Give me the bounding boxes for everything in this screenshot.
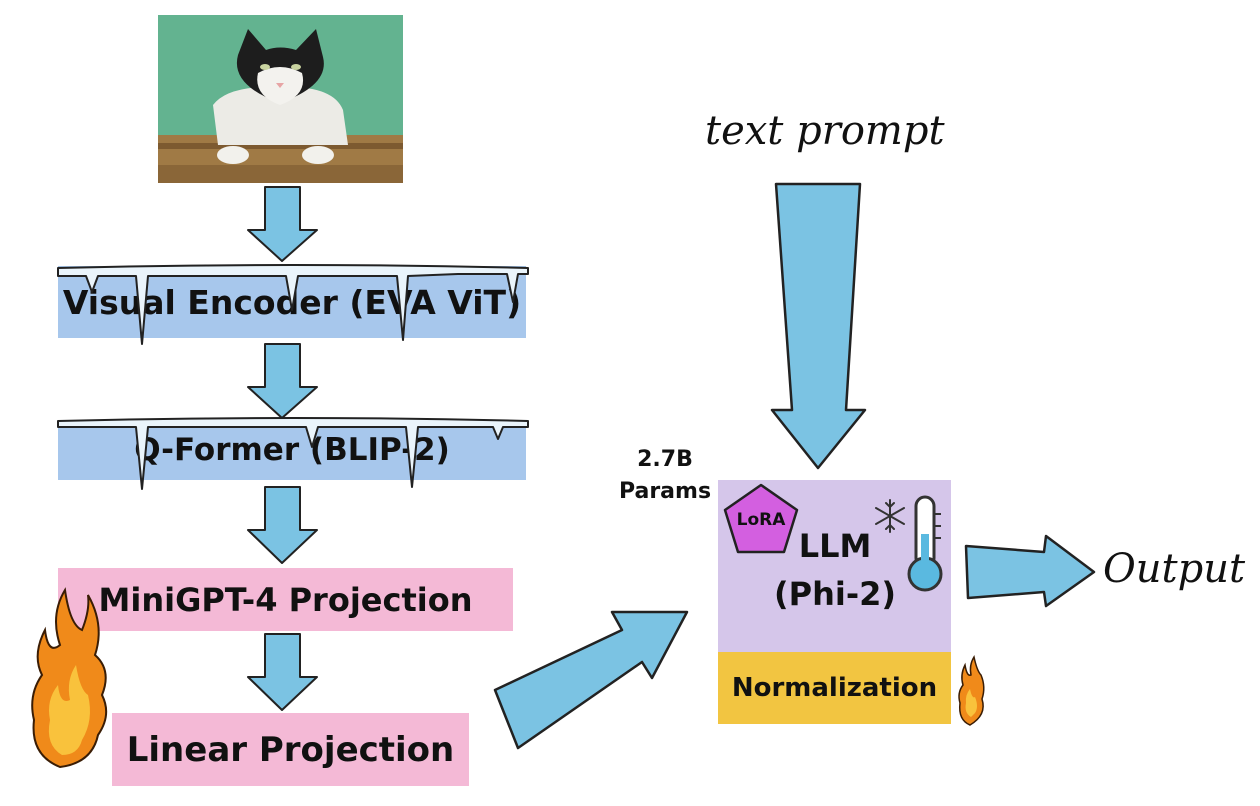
arrow-qformer-to-minigpt xyxy=(247,486,318,564)
arrow-llm-to-output xyxy=(964,534,1096,608)
linear-projection-box: Linear Projection xyxy=(112,713,469,786)
icicle-icon xyxy=(57,264,529,345)
llm-label: LLM (Phi-2) xyxy=(760,522,910,618)
params-count: 2.7B xyxy=(637,447,693,472)
normalization-label: Normalization xyxy=(731,673,938,703)
arrow-minigpt-to-linear xyxy=(247,633,318,711)
lora-label: LoRA xyxy=(736,510,786,530)
linear-projection-label: Linear Projection xyxy=(126,729,455,770)
thermometer-icon xyxy=(907,495,943,592)
arrow-encoder-to-qformer xyxy=(247,343,318,419)
arrow-image-to-encoder xyxy=(247,186,318,262)
output-label: Output xyxy=(1103,546,1246,592)
text-prompt-label: text prompt xyxy=(705,108,945,154)
fire-icon xyxy=(31,587,108,769)
minigpt-projection-box: MiniGPT-4 Projection xyxy=(58,568,513,631)
icicle-icon xyxy=(57,417,529,490)
lora-badge-icon xyxy=(723,483,799,554)
normalization-box: Normalization xyxy=(718,652,951,724)
params-unit: Params xyxy=(618,479,712,504)
snowflake-icon xyxy=(875,499,905,533)
params-label: 2.7B Params xyxy=(610,444,720,508)
llm-model: (Phi-2) xyxy=(774,575,896,613)
arrow-prompt-to-llm xyxy=(770,182,867,470)
fire-icon xyxy=(958,655,985,726)
qformer-label: Q-Former (BLIP-2) xyxy=(134,432,450,468)
llm-name: LLM xyxy=(798,527,872,565)
cat-image xyxy=(158,15,403,183)
minigpt-projection-label: MiniGPT-4 Projection xyxy=(98,580,473,619)
arrow-linear-to-llm xyxy=(493,610,689,750)
